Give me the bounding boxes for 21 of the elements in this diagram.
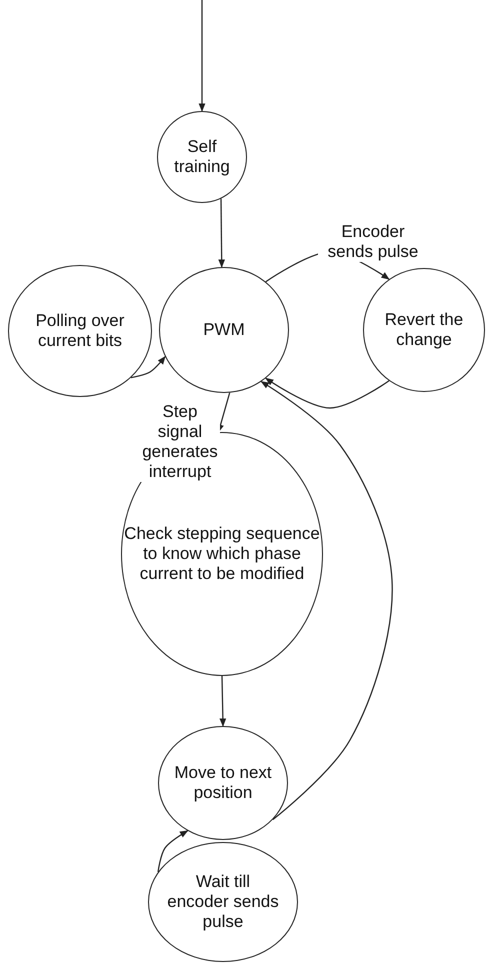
state-circle: [8, 265, 152, 397]
edge-label: Step signal generates interrupt: [140, 402, 220, 482]
arrow: [265, 378, 390, 409]
arrow: [130, 356, 166, 378]
state-label: Wait till encoder sends pulse: [166, 872, 280, 932]
state-label: Check stepping sequence to know which phase current to be modified: [124, 524, 320, 584]
state-circle: [363, 268, 485, 392]
state-label: Polling over current bits: [34, 311, 126, 351]
arrow: [157, 830, 188, 872]
state-circle: [159, 267, 289, 393]
state-label: PWM: [202, 320, 246, 340]
state-circle: [157, 111, 247, 203]
state-label: Move to next position: [173, 763, 273, 803]
state-label: Self training: [173, 137, 231, 177]
arrow: [260, 381, 393, 820]
state-circle: [148, 842, 298, 962]
arrow: [220, 676, 226, 727]
arrow: [218, 198, 226, 268]
state-label: Revert the change: [384, 310, 464, 350]
arrow: [198, 0, 206, 112]
state-circle: [158, 726, 288, 840]
